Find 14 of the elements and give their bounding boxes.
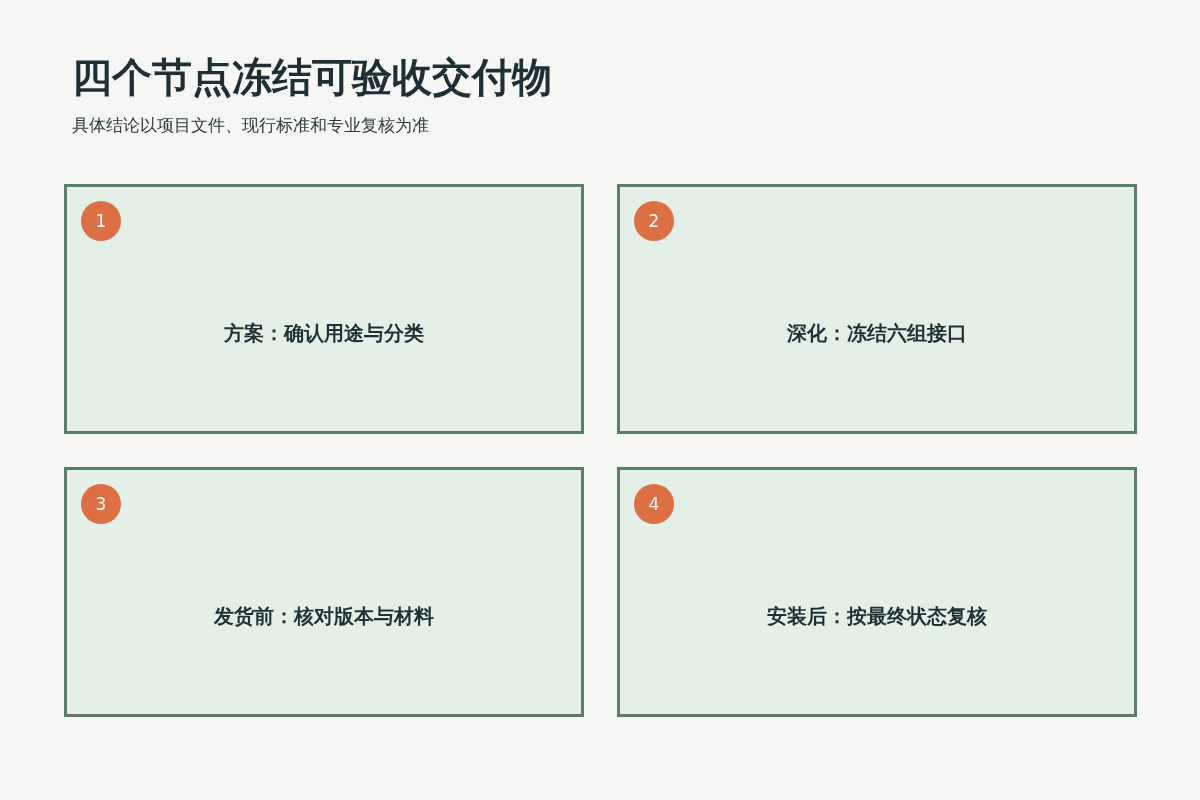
number-badge: 3: [81, 484, 121, 524]
number-badge: 1: [81, 201, 121, 241]
stage-card: [64, 184, 584, 434]
subtitle: 具体结论以项目文件、现行标准和专业复核为准: [72, 114, 429, 137]
stage-card: [617, 184, 1137, 434]
stage-label: 方案：确认用途与分类: [223, 320, 425, 347]
stage-label: 深化：冻结六组接口: [786, 320, 968, 347]
number-badge: 2: [634, 201, 674, 241]
title: 四个节点冻结可验收交付物: [72, 53, 552, 101]
stage-label: 发货前：核对版本与材料: [213, 603, 435, 630]
number-badge: 4: [634, 484, 674, 524]
stage-card: [617, 467, 1137, 717]
stage-card: [64, 467, 584, 717]
stage-label: 安装后：按最终状态复核: [766, 603, 988, 630]
